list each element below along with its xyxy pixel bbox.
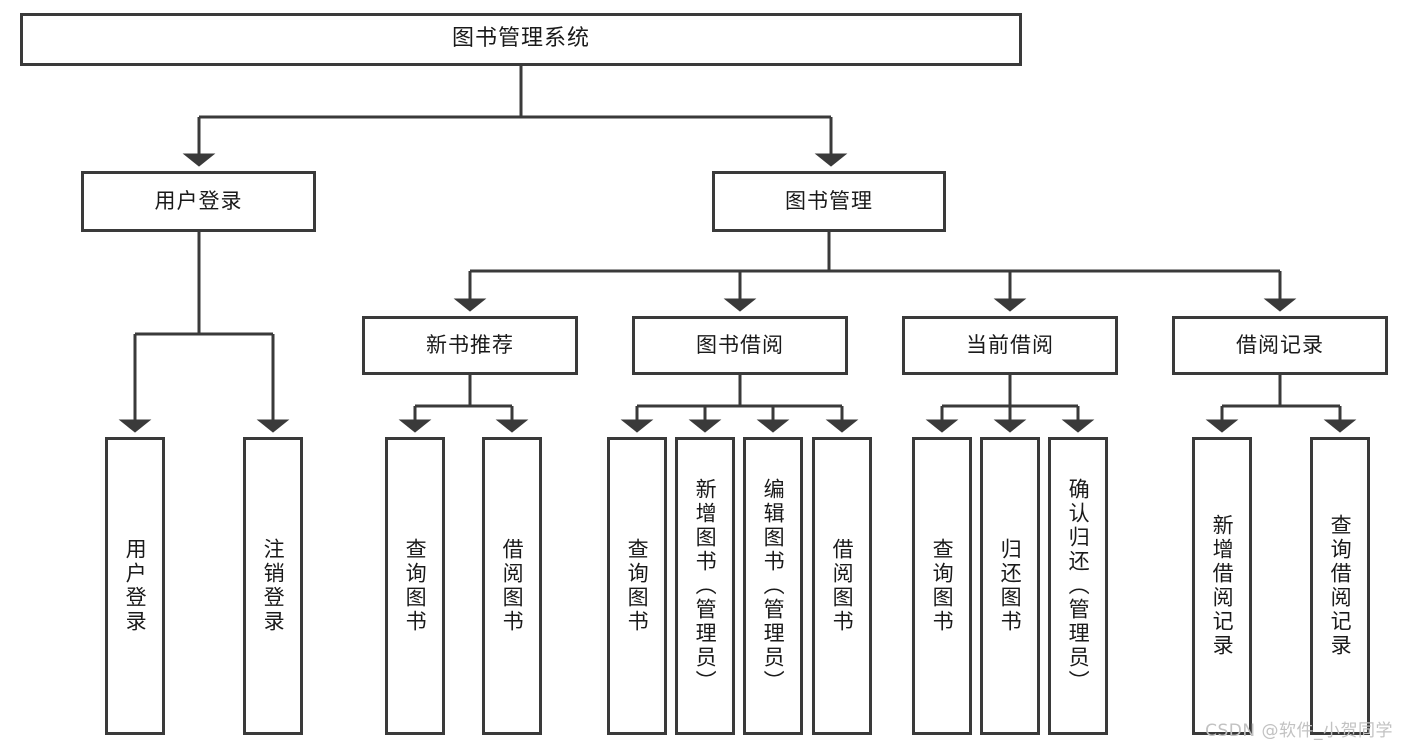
- leaf-borrow-add-book-admin[interactable]: 新增图书（管理员）: [675, 437, 735, 735]
- node-label: 用户登录: [154, 188, 243, 213]
- node-borrow-record[interactable]: 借阅记录: [1172, 316, 1388, 375]
- node-user-login[interactable]: 用户登录: [81, 171, 316, 232]
- node-label: 注销登录: [261, 538, 286, 634]
- node-label: 图书管理: [785, 188, 873, 213]
- node-label: 归还图书: [998, 538, 1023, 634]
- leaf-borrow-borrow-book[interactable]: 借阅图书: [812, 437, 872, 735]
- leaf-record-query-record[interactable]: 查询借阅记录: [1310, 437, 1370, 735]
- node-current-borrow[interactable]: 当前借阅: [902, 316, 1118, 375]
- node-root-library-system[interactable]: 图书管理系统: [20, 13, 1022, 66]
- node-label: 借阅记录: [1236, 332, 1324, 357]
- leaf-user-login-logout[interactable]: 注销登录: [243, 437, 303, 735]
- node-label: 用户登录: [123, 538, 148, 634]
- node-label: 借阅图书: [830, 538, 855, 634]
- node-label: 查询借阅记录: [1328, 514, 1353, 658]
- leaf-recommend-borrow-book[interactable]: 借阅图书: [482, 437, 542, 735]
- node-label: 查询图书: [930, 538, 955, 634]
- node-label: 编辑图书（管理员）: [761, 478, 786, 694]
- node-label: 图书管理系统: [451, 26, 590, 52]
- leaf-recommend-query-book[interactable]: 查询图书: [385, 437, 445, 735]
- node-label: 当前借阅: [966, 332, 1054, 357]
- node-label: 查询图书: [403, 538, 428, 634]
- leaf-borrow-edit-book-admin[interactable]: 编辑图书（管理员）: [743, 437, 803, 735]
- node-new-book-recommend[interactable]: 新书推荐: [362, 316, 578, 375]
- leaf-current-confirm-return-admin[interactable]: 确认归还（管理员）: [1048, 437, 1108, 735]
- node-label: 新增图书（管理员）: [693, 478, 718, 694]
- node-label: 确认归还（管理员）: [1066, 478, 1091, 694]
- leaf-user-login-login[interactable]: 用户登录: [105, 437, 165, 735]
- leaf-current-query-book[interactable]: 查询图书: [912, 437, 972, 735]
- leaf-current-return-book[interactable]: 归还图书: [980, 437, 1040, 735]
- leaf-borrow-query-book[interactable]: 查询图书: [607, 437, 667, 735]
- node-book-management[interactable]: 图书管理: [712, 171, 946, 232]
- node-label: 新增借阅记录: [1210, 514, 1235, 658]
- leaf-record-add-record[interactable]: 新增借阅记录: [1192, 437, 1252, 735]
- node-label: 查询图书: [625, 538, 650, 634]
- node-label: 图书借阅: [696, 332, 784, 357]
- node-label: 借阅图书: [500, 538, 525, 634]
- node-label: 新书推荐: [426, 332, 514, 357]
- node-book-borrow[interactable]: 图书借阅: [632, 316, 848, 375]
